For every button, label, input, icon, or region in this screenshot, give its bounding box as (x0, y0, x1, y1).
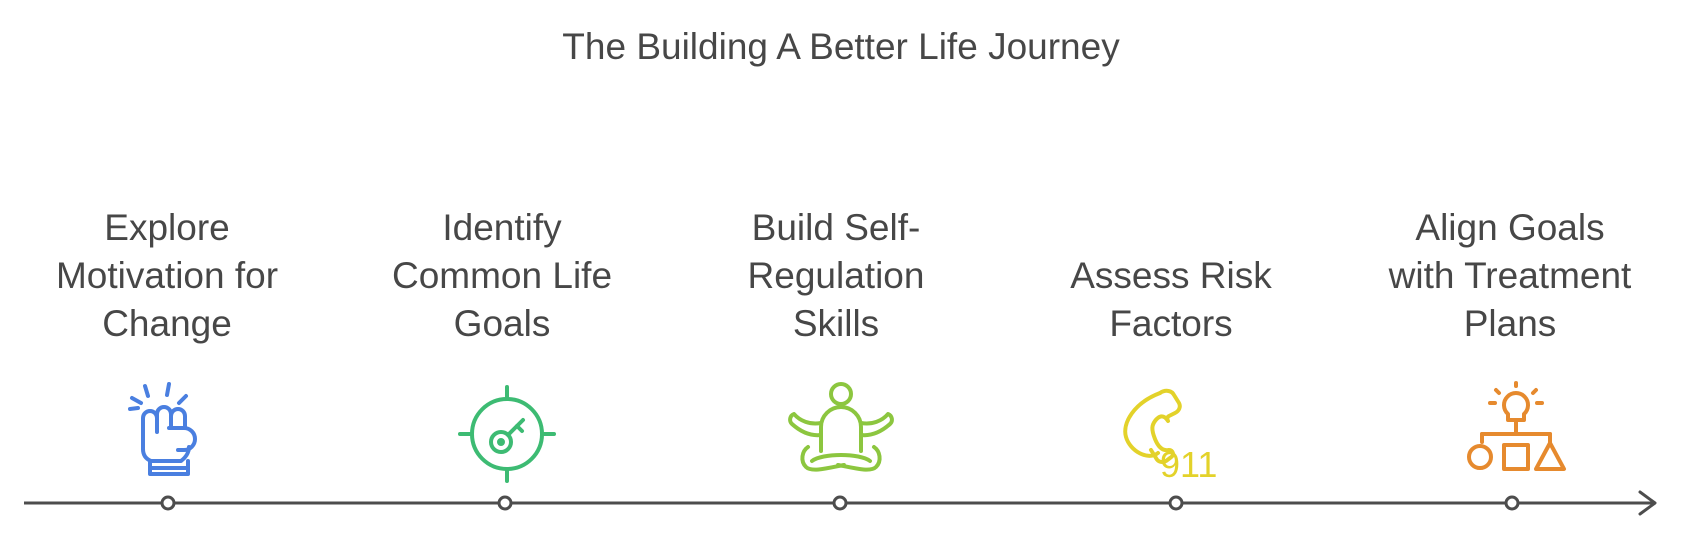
step-label-align-goals: Align Goals with Treatment Plans (1388, 207, 1632, 344)
raised-fist-icon (128, 382, 197, 476)
timeline-marker-3 (832, 495, 848, 511)
timeline-marker-2 (497, 495, 513, 511)
timeline-marker-5 (1504, 495, 1520, 511)
step-label-identify-goals: Identify Common Life Goals (391, 207, 613, 344)
target-crosshair-icon (458, 385, 556, 483)
step-label-explore-motivation: Explore Motivation for Change (55, 207, 279, 344)
timeline-marker-1 (160, 495, 176, 511)
meditation-person-icon (788, 382, 894, 472)
lightbulb-flowchart-icon (1467, 381, 1566, 471)
timeline-marker-4 (1168, 495, 1184, 511)
step-label-assess-risk: Assess Risk Factors (1070, 255, 1272, 344)
diagram-title: The Building A Better Life Journey (562, 26, 1120, 67)
timeline-arrowhead (1638, 490, 1657, 516)
phone-911-icon: 911 (1123, 388, 1217, 485)
phone-911-text: 911 (1160, 444, 1217, 485)
step-label-self-regulation: Build Self- Regulation Skills (747, 207, 925, 344)
